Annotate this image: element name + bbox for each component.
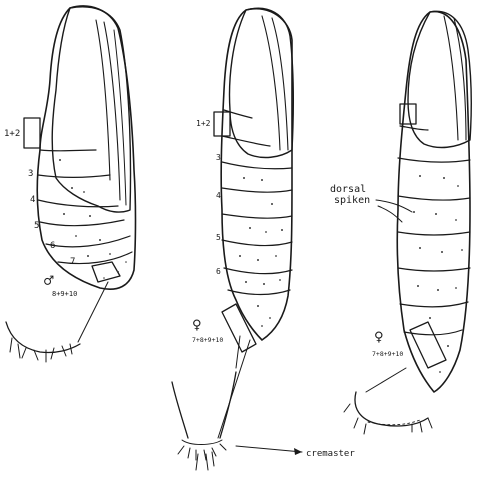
segment-number-4-male: 4 — [30, 195, 35, 205]
female-pupa-drawing-middle — [172, 8, 293, 470]
female-pupa-drawing-right — [236, 11, 471, 455]
dorsal-spikes-label: dorsal spiken — [330, 184, 372, 206]
segment-number-7-male: 7 — [70, 257, 75, 267]
segment-number-4-female-middle: 4 — [216, 191, 221, 200]
segment-number-3-male: 3 — [28, 169, 33, 179]
sex-symbol-female-middle: ♀ — [192, 315, 202, 334]
segment-box-label-lower-male: 8+9+10 — [52, 290, 77, 298]
segment-number-5-male: 5 — [34, 221, 39, 231]
segment-number-3-female-middle: 3 — [216, 153, 221, 162]
segment-number-5-female-middle: 5 — [216, 233, 221, 242]
segment-box-label-lower-female-middle: 7+8+9+10 — [192, 336, 223, 344]
segment-box-label-upper-female-middle: 1+2 — [196, 119, 211, 128]
segment-box-label-upper-male: 1+2 — [4, 129, 20, 139]
segment-box-label-lower-female-right: 7+8+9+10 — [372, 350, 403, 358]
cremaster-label: cremaster — [306, 449, 355, 459]
male-pupa-drawing — [6, 6, 136, 362]
sex-symbol-female-right: ♀ — [374, 327, 384, 346]
sex-symbol-male: ♂ — [44, 271, 54, 290]
segment-number-6-female-middle: 6 — [216, 267, 221, 276]
segment-number-6-male: 6 — [50, 241, 55, 251]
